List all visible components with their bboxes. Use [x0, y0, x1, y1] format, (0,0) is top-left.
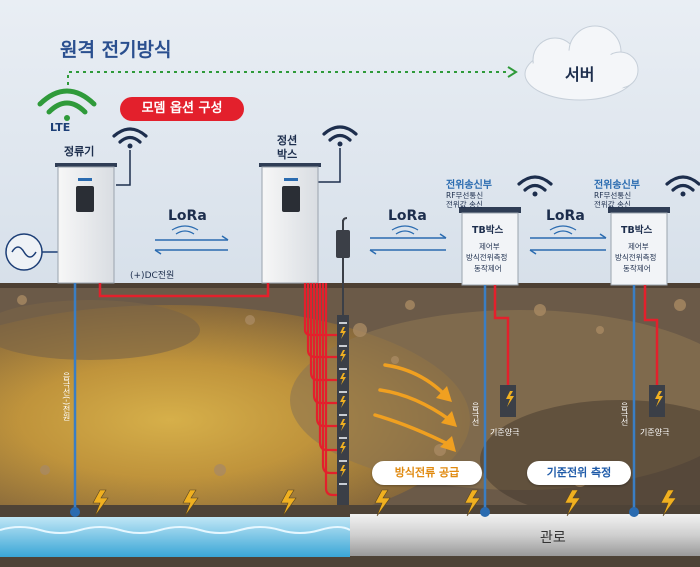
tb1-header-line3: 전위값 송신	[446, 200, 483, 209]
lora-label-3: LoRa	[546, 208, 585, 224]
tb2-box-line1: 제어부	[628, 242, 649, 251]
tb2-header-line1: 전위송신부	[594, 180, 640, 191]
tb1-header-line2: RF무선통신	[446, 191, 484, 200]
lte-label: LTE	[50, 121, 71, 134]
reference-measure-pill: 기준전위 측정	[527, 461, 631, 485]
tb2-header-line2: RF무선통신	[594, 191, 632, 200]
dc-power-label: (+)DC전원	[130, 271, 175, 281]
tb2-box-line2: 방식전위측정	[615, 253, 657, 262]
junction-label-line1: 정션	[277, 134, 298, 147]
tb2-box-line3: 동작제어	[623, 264, 651, 273]
tb1-ref-label: 기준양극	[490, 428, 520, 437]
rectifier-label: 정류기	[64, 145, 95, 158]
tb2-header-line3: 전위값 송신	[594, 200, 631, 209]
tb2-wire-label: 음극선	[620, 402, 629, 426]
tb1-box-line1: 제어부	[479, 242, 500, 251]
tb1-box-title: TB박스	[472, 225, 504, 236]
tb2-ref-label: 기준양극	[640, 428, 670, 437]
tb1-box-line2: 방식전위측정	[466, 253, 508, 262]
server-label: 서버	[565, 65, 595, 84]
tb1-box-line3: 동작제어	[474, 264, 502, 273]
pipe-label: 관로	[540, 530, 566, 546]
diagram-title: 원격 전기방식	[60, 39, 172, 61]
current-supply-pill: 방식전류 공급	[372, 461, 482, 485]
lora-label-2: LoRa	[388, 208, 427, 224]
modem-option-badge: 모뎀 옵션 구성	[120, 97, 244, 121]
tb1-wire-label: 음극선	[471, 402, 480, 426]
tb2-box-title: TB박스	[621, 225, 653, 236]
tb1-header-line1: 전위송신부	[446, 180, 492, 191]
lora-label-1: LoRa	[168, 208, 207, 224]
cathode-wire-label: 음극선(-)전원	[62, 372, 71, 422]
junction-label-line2: 박스	[277, 148, 298, 161]
